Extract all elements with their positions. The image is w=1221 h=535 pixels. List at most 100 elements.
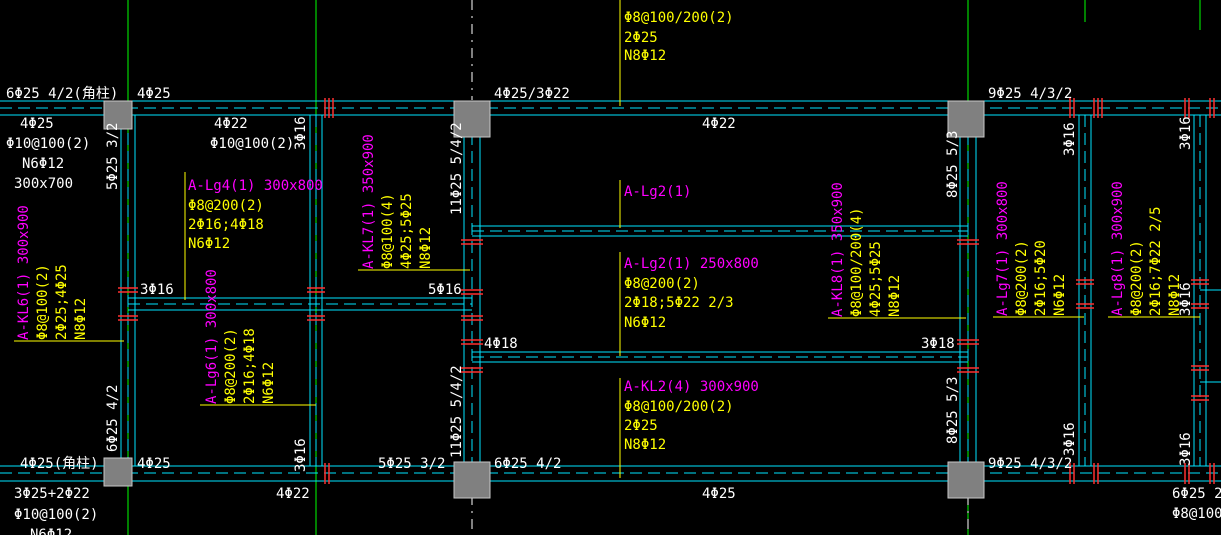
beam-title: A-KL8(1) 350x900	[830, 182, 846, 317]
beam-title: A-KL7(1) 350x900	[361, 134, 377, 269]
label: N8Φ12	[624, 48, 666, 64]
label: 3Φ16	[293, 438, 309, 472]
beam-callout-kl7[interactable]: A-KL7(1) 350x900 Φ8@100(4) 4Φ25;5Φ25 N8Φ…	[361, 134, 434, 269]
label: 6Φ25 4/2	[105, 385, 121, 452]
beam-title: A-Lg8(1) 300x900	[1110, 181, 1126, 316]
beam-title: A-KL6(1) 300x900	[16, 205, 32, 340]
label: Φ8@100(2)	[35, 264, 51, 340]
label: 3Φ16	[1178, 282, 1194, 316]
beam-title: A-Lg2(1)	[624, 184, 691, 200]
label: N6Φ12	[1052, 274, 1068, 316]
support-ticks	[118, 98, 1215, 484]
label: 4Φ25	[702, 486, 736, 502]
label: N8Φ12	[624, 437, 666, 453]
label: 8Φ25 5/3	[945, 377, 961, 444]
label: 2Φ25	[624, 418, 658, 434]
label: 4Φ25(角柱)	[20, 456, 99, 472]
label: Φ8@100/200(2)	[624, 10, 734, 26]
beam-title: A-Lg4(1) 300x800	[188, 178, 323, 194]
beam-callout-lg8[interactable]: A-Lg8(1) 300x900 Φ8@200(2) 2Φ16;7Φ22 2/5…	[1110, 181, 1183, 316]
label: 5Φ16	[428, 282, 462, 298]
label: 4Φ25/3Φ22	[494, 86, 570, 102]
label: Φ10@100(2)	[210, 136, 294, 152]
label: N8Φ12	[1167, 274, 1183, 316]
label: 2Φ16;4Φ18	[242, 328, 258, 404]
label: 4Φ22	[214, 116, 248, 132]
label: 2Φ16;5Φ20	[1033, 240, 1049, 316]
beam-title: A-Lg7(1) 300x800	[995, 181, 1011, 316]
label: 4Φ22	[702, 116, 736, 132]
label: 6Φ25 4/2	[494, 456, 561, 472]
label: N6Φ12	[261, 362, 277, 404]
label: N8Φ12	[887, 275, 903, 317]
rebar-labels: 6Φ25 4/2(角柱) 4Φ25 4Φ25/3Φ22 9Φ25 4/3/2 4…	[6, 86, 1221, 535]
label: Φ10@100(2)	[6, 136, 90, 152]
label: 3Φ16	[1178, 116, 1194, 150]
leader-lines	[14, 0, 1200, 478]
label: 5Φ25 3/2	[105, 123, 121, 190]
column-4	[103, 457, 133, 487]
beam-title: A-KL2(4) 300x900	[624, 379, 759, 395]
label: 9Φ25 4/3/2	[988, 86, 1072, 102]
beam-callout-lg7[interactable]: A-Lg7(1) 300x800 Φ8@200(2) 2Φ16;5Φ20 N6Φ…	[995, 181, 1068, 316]
label: Φ8@200(2)	[1129, 240, 1145, 316]
label: 11Φ25 5/4/2	[449, 122, 465, 215]
label: Φ8@200(2)	[1014, 240, 1030, 316]
label: N8Φ12	[418, 227, 434, 269]
beam-callout-lg2[interactable]: A-Lg2(1) 250x800 Φ8@200(2) 2Φ18;5Φ22 2/3…	[624, 256, 759, 331]
label: N6Φ12	[30, 527, 72, 535]
label: 2Φ25;4Φ25	[54, 264, 70, 340]
column-3	[947, 100, 985, 138]
column-5	[453, 461, 491, 499]
label: 6Φ25 4/2(角柱)	[6, 86, 118, 102]
beam-callout-lg6[interactable]: A-Lg6(1) 300x800 Φ8@200(2) 2Φ16;4Φ18 N6Φ…	[204, 269, 277, 404]
label: 4Φ22	[276, 486, 310, 502]
columns[interactable]	[103, 100, 985, 499]
label: 2Φ16;4Φ18	[188, 217, 264, 233]
label: 3Φ16	[1178, 432, 1194, 466]
label: 4Φ25	[137, 456, 171, 472]
axis-grid-dashed	[471, 0, 969, 535]
label: 2Φ16;7Φ22 2/5	[1148, 206, 1164, 316]
label: Φ10@100(2)	[14, 507, 98, 523]
label: 4Φ25	[20, 116, 54, 132]
column-6	[947, 461, 985, 499]
label: 9Φ25 4/3/2	[988, 456, 1072, 472]
column-2	[453, 100, 491, 138]
label: 4Φ25;5Φ25	[399, 193, 415, 269]
beam-callout-top-cut[interactable]: Φ8@100/200(2) 2Φ25 N8Φ12	[624, 10, 734, 64]
label: 3Φ18	[921, 336, 955, 352]
label: Φ8@100/200(2)	[624, 399, 734, 415]
label: Φ8@100/	[1172, 506, 1221, 522]
beam-hidden-lines	[0, 107, 1221, 474]
label: 6Φ25 2/	[1172, 486, 1221, 502]
beam-callout-lg4[interactable]: A-Lg4(1) 300x800 Φ8@200(2) 2Φ16;4Φ18 N6Φ…	[188, 178, 323, 252]
label: 2Φ18;5Φ22 2/3	[624, 295, 734, 311]
beam-callout-kl8[interactable]: A-KL8(1) 350x900 Φ8@100/200(4) 4Φ25;5Φ25…	[830, 182, 903, 317]
label: 11Φ25 5/4/2	[449, 365, 465, 458]
beam-callout-lg2-top[interactable]: A-Lg2(1)	[624, 184, 691, 200]
label: Φ8@200(2)	[188, 198, 264, 214]
label: 3Φ16	[1062, 422, 1078, 456]
beam-callout-kl6[interactable]: A-KL6(1) 300x900 Φ8@100(2) 2Φ25;4Φ25 N8Φ…	[16, 205, 89, 340]
label: Φ8@200(2)	[223, 328, 239, 404]
label: N8Φ12	[73, 298, 89, 340]
label: N6Φ12	[624, 315, 666, 331]
beam-callout-kl2[interactable]: A-KL2(4) 300x900 Φ8@100/200(2) 2Φ25 N8Φ1…	[624, 379, 759, 453]
label: N6Φ12	[188, 236, 230, 252]
label: 3Φ16	[293, 116, 309, 150]
label: 3Φ25+2Φ22	[14, 486, 90, 502]
label: 4Φ18	[484, 336, 518, 352]
label: Φ8@100/200(4)	[849, 207, 865, 317]
label: Φ8@100(4)	[380, 193, 396, 269]
label: 8Φ25 5/3	[945, 131, 961, 198]
label: 300x700	[14, 176, 73, 192]
label: 3Φ16	[1062, 122, 1078, 156]
label: N6Φ12	[22, 156, 64, 172]
column-1	[103, 100, 133, 130]
beam-title: A-Lg2(1) 250x800	[624, 256, 759, 272]
label: 4Φ25;5Φ25	[868, 241, 884, 317]
label: 3Φ16	[140, 282, 174, 298]
